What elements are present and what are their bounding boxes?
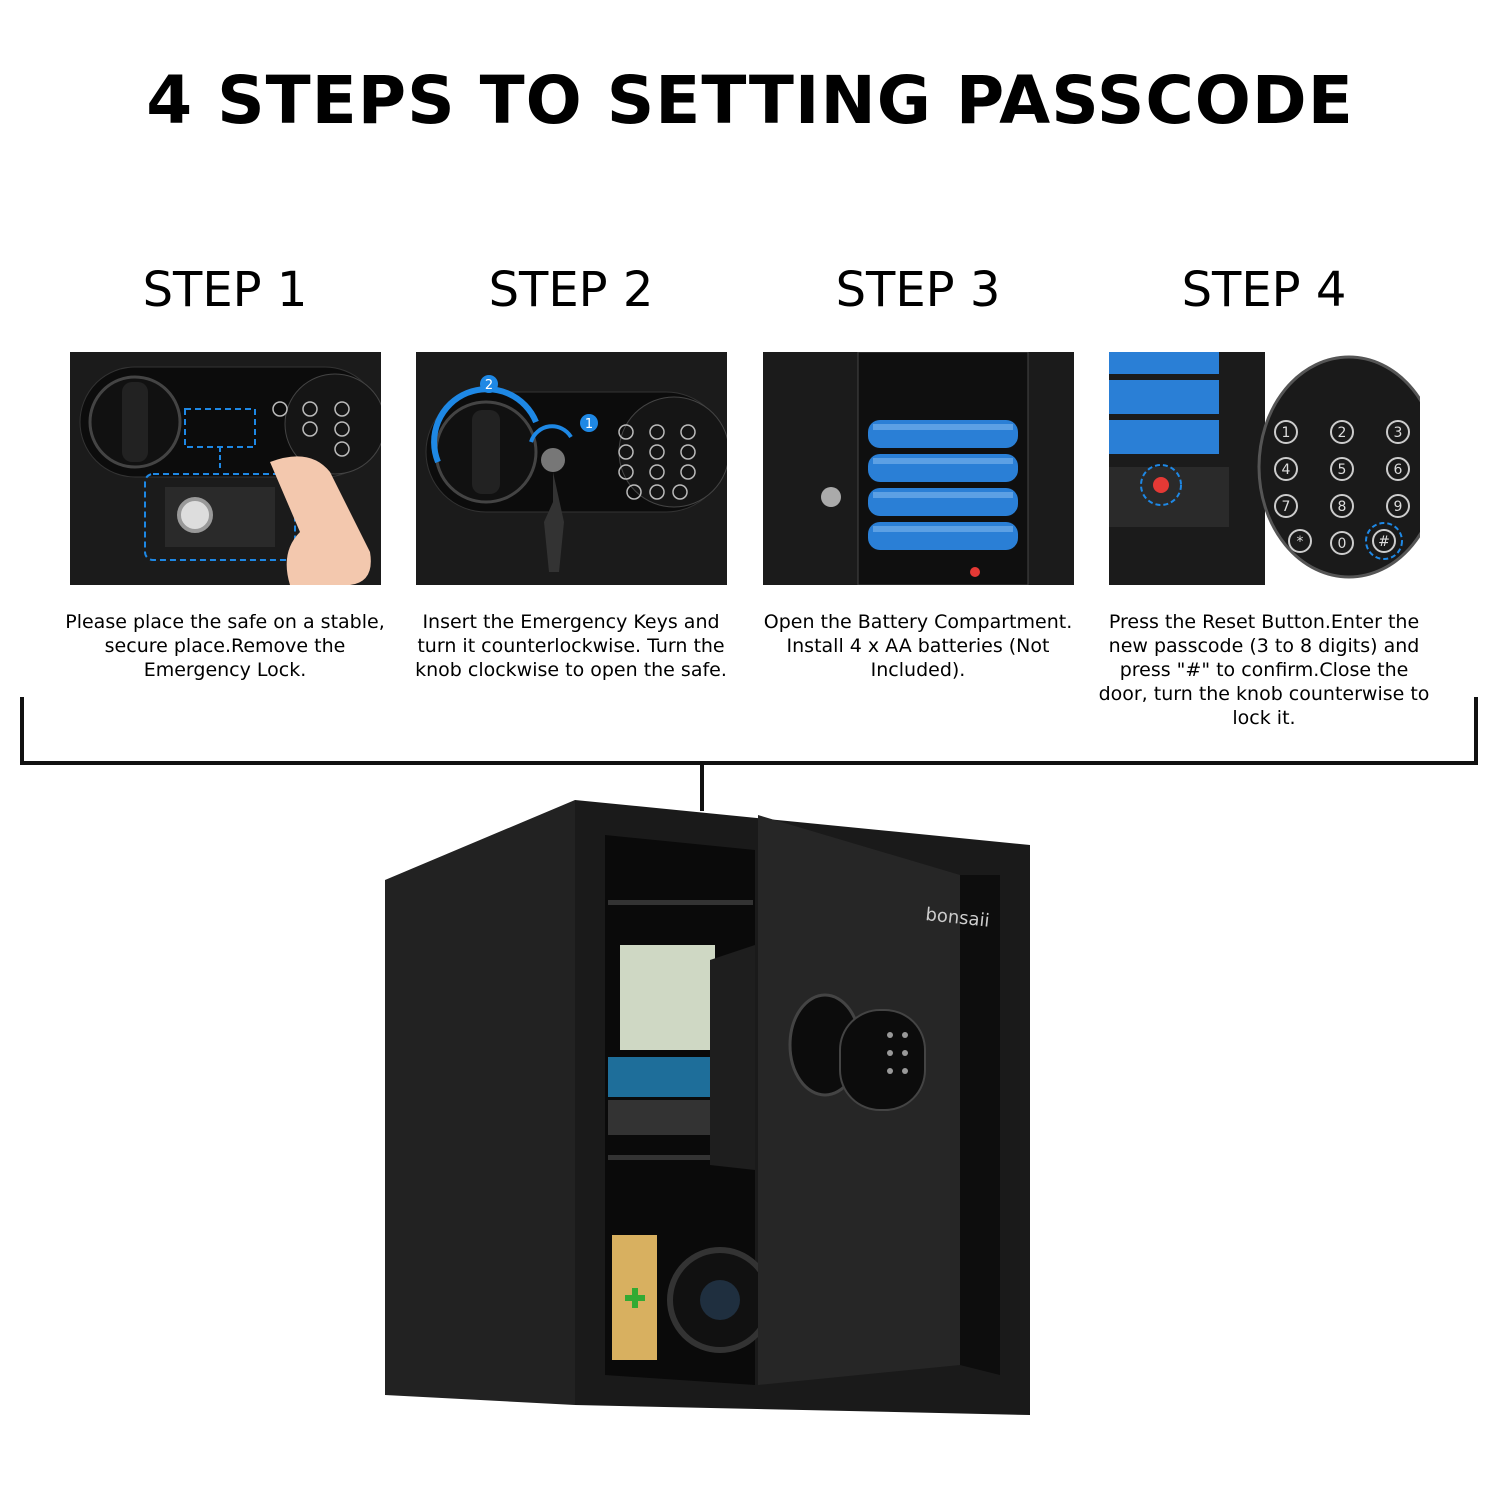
step-2-photo: 2 1 <box>416 352 727 585</box>
svg-text:7: 7 <box>1282 499 1291 515</box>
emergency-key-icon: 2 1 <box>425 375 727 572</box>
step-description: Press the Reset Button.Enter the new pas… <box>1098 611 1430 729</box>
svg-text:1: 1 <box>585 417 593 432</box>
battery-compartment-icon <box>821 352 1029 585</box>
step-1-photo <box>70 352 381 585</box>
svg-text:2: 2 <box>485 378 493 393</box>
step-heading: STEP 4 <box>1181 262 1347 318</box>
page-title: 4 STEPS TO SETTING PASSCODE <box>146 62 1354 139</box>
svg-text:9: 9 <box>1394 499 1403 515</box>
step-heading: STEP 1 <box>142 262 308 318</box>
svg-text:*: * <box>1297 534 1304 550</box>
step-3-photo <box>763 352 1074 585</box>
bracket-left <box>20 697 24 765</box>
svg-text:6: 6 <box>1394 462 1403 478</box>
svg-text:4: 4 <box>1282 462 1291 478</box>
step-3: STEP 3 Open the Battery Compartment. Ins… <box>748 260 1088 681</box>
svg-text:1: 1 <box>1282 425 1291 441</box>
svg-text:2: 2 <box>1338 425 1347 441</box>
step-description: Insert the Emergency Keys and turn it co… <box>415 611 727 681</box>
step-4-photo: 1 2 3 4 5 6 7 8 9 * 0 # <box>1109 352 1420 585</box>
step-description: Please place the safe on a stable, secur… <box>65 611 385 681</box>
safe-icon: bonsaii <box>385 800 1030 1415</box>
safe-lock-panel-icon <box>79 366 381 585</box>
safe-product-image: bonsaii <box>380 795 1040 1420</box>
svg-text:5: 5 <box>1338 462 1347 478</box>
bracket-bottom <box>20 761 1478 765</box>
step-heading: STEP 3 <box>835 262 1001 318</box>
svg-text:0: 0 <box>1338 536 1347 552</box>
reset-button-keypad-icon: 1 2 3 4 5 6 7 8 9 * 0 # <box>1109 352 1420 585</box>
bracket-right <box>1474 697 1478 765</box>
step-2: STEP 2 2 1 Insert the Emergency Keys and… <box>401 260 741 681</box>
step-description: Open the Battery Compartment. Install 4 … <box>763 611 1073 681</box>
svg-text:8: 8 <box>1338 499 1347 515</box>
svg-text:#: # <box>1378 534 1390 550</box>
step-heading: STEP 2 <box>488 262 654 318</box>
step-4: STEP 4 1 2 3 4 5 6 7 8 9 * 0 # <box>1094 260 1434 729</box>
svg-text:3: 3 <box>1394 425 1403 441</box>
step-1: STEP 1 Please place the safe on a stable… <box>55 260 395 681</box>
bracket-stem <box>700 765 704 811</box>
